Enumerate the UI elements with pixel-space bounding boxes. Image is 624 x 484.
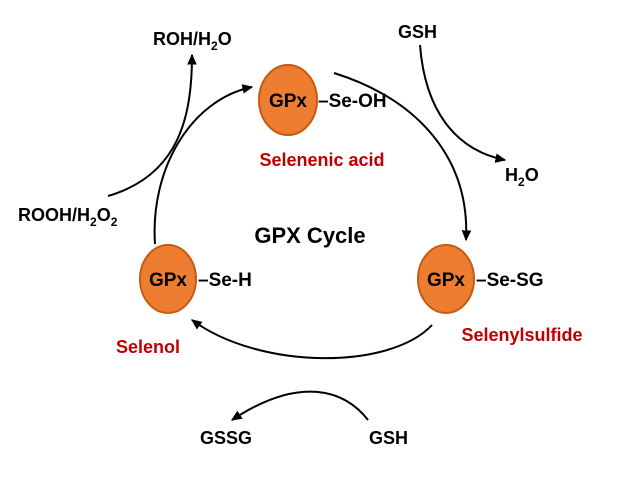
node-top-enzyme: GPx bbox=[269, 91, 307, 112]
arrow-rooh-to-roh bbox=[107, 53, 197, 197]
node-right-name: Selenylsulfide bbox=[461, 325, 582, 345]
arrow-gsh-to-h2o bbox=[419, 44, 507, 163]
label-gsh-bottom: GSH bbox=[369, 428, 408, 448]
node-gpx-left bbox=[139, 244, 197, 314]
label-gssg: GSSG bbox=[200, 428, 252, 448]
arc-right-to-left bbox=[191, 319, 433, 360]
node-left-enzyme: GPx bbox=[149, 270, 187, 291]
node-gpx-right bbox=[417, 244, 475, 314]
arc-left-to-top bbox=[153, 84, 254, 245]
arc-top-to-right bbox=[333, 72, 472, 242]
diagram-title: GPX Cycle bbox=[254, 223, 365, 248]
label-h2o: H2O bbox=[505, 165, 539, 189]
label-gsh-top: GSH bbox=[398, 22, 437, 42]
node-top-name: Selenenic acid bbox=[259, 150, 384, 170]
node-left-name: Selenol bbox=[116, 337, 180, 357]
node-left-group: –Se-H bbox=[198, 270, 252, 291]
label-roh-h2o: ROH/H2O bbox=[153, 29, 232, 53]
arrow-gsh-to-gssg bbox=[230, 390, 369, 421]
node-top-group: –Se-OH bbox=[318, 91, 387, 112]
label-rooh-h2o2: ROOH/H2O2 bbox=[18, 205, 118, 229]
node-right-enzyme: GPx bbox=[427, 270, 465, 291]
node-right-group: –Se-SG bbox=[476, 270, 544, 291]
node-gpx-top bbox=[258, 64, 318, 136]
